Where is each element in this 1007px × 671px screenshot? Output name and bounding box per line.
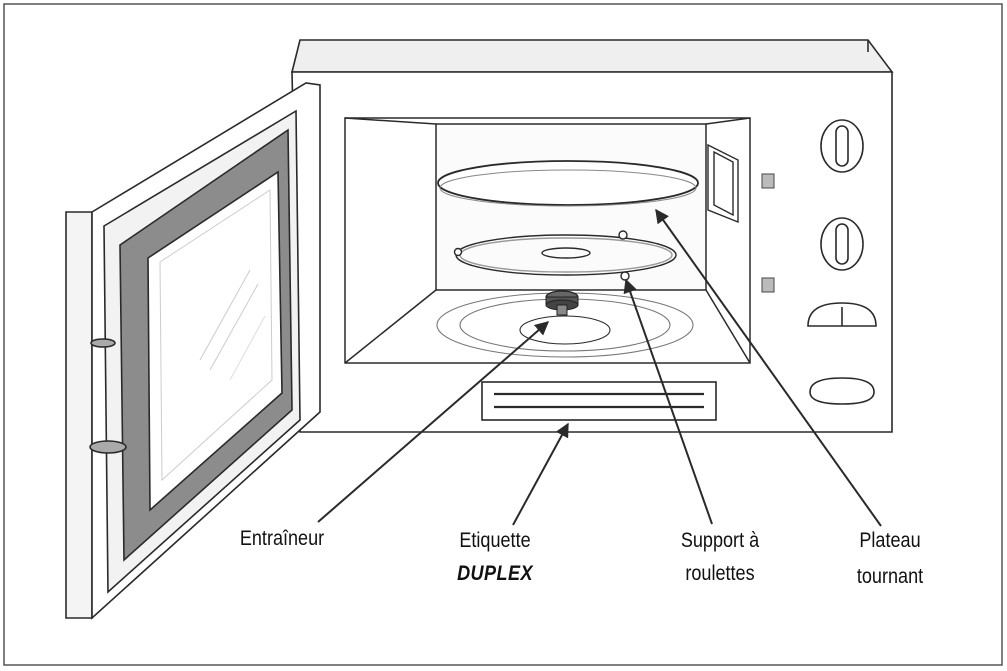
- support-a-roulettes: [453, 230, 677, 281]
- label-plateau-line1: Plateau: [859, 529, 921, 552]
- indicator-light: [761, 173, 775, 189]
- door-latch: [90, 338, 116, 348]
- label-plateau-line2: tournant: [856, 565, 924, 588]
- vent: [707, 143, 739, 224]
- arrow-etiquette: [512, 422, 569, 526]
- label-etiquette: Etiquette: [459, 529, 531, 552]
- label-support-line1: Support à: [680, 529, 760, 552]
- indicator-light: [761, 277, 775, 293]
- arrow-support: [623, 278, 713, 525]
- arrow-plateau: [655, 208, 882, 527]
- start-button: [809, 377, 875, 405]
- oven-cavity: [344, 117, 751, 364]
- entraineur: [545, 290, 579, 316]
- door-latch: [89, 440, 127, 454]
- label-entraineur: Entraîneur: [239, 527, 325, 550]
- door: [65, 82, 321, 620]
- etiquette-plate: [481, 381, 717, 421]
- control-panel: [807, 119, 877, 405]
- arrow-entraineur: [317, 321, 550, 523]
- figure-frame: [3, 3, 1003, 666]
- leader-lines: [317, 208, 882, 527]
- label-support-line2: roulettes: [685, 562, 755, 585]
- label-duplex: DUPLEX: [457, 562, 533, 585]
- plateau-tournant: [437, 160, 699, 207]
